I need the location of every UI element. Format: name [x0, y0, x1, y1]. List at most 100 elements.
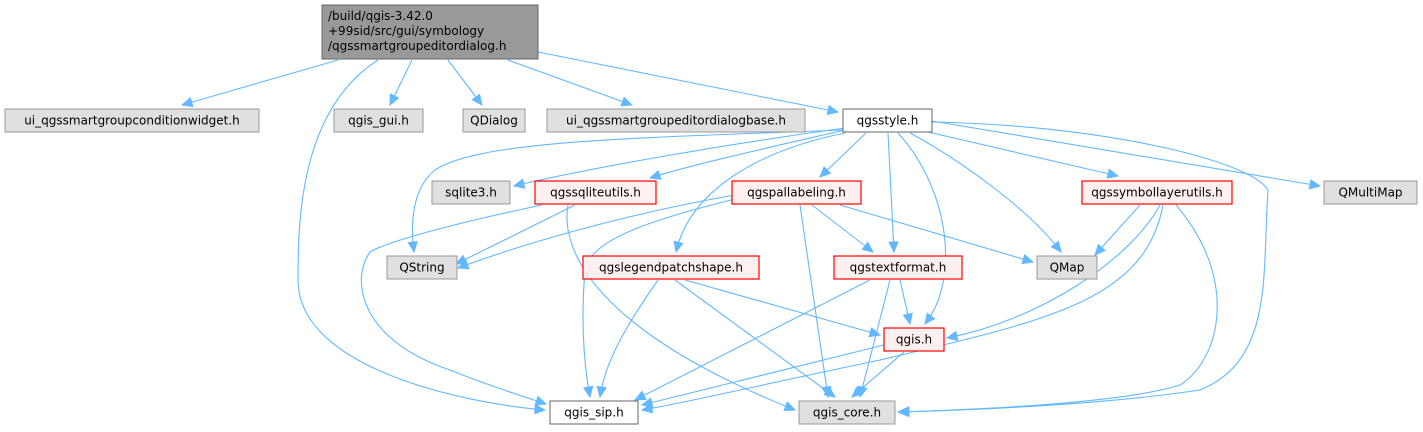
node-box	[798, 400, 896, 425]
node-label: /qgssmartgroupeditordialog.h	[328, 39, 506, 53]
node-qstring[interactable]: QString	[386, 255, 458, 280]
node-label: qgstextformat.h	[850, 261, 947, 275]
node-qdialog[interactable]: QDialog	[462, 108, 526, 133]
node-qmultimap[interactable]: QMultiMap	[1323, 180, 1418, 205]
node-box	[534, 180, 657, 205]
node-qgis_core[interactable]: qgis_core.h	[798, 400, 896, 425]
arrowhead-icon	[826, 104, 840, 116]
edge-line	[799, 204, 829, 398]
arrowhead-icon	[673, 240, 684, 254]
node-qgis_sip[interactable]: qgis_sip.h	[549, 400, 639, 425]
node-label: qgis_sip.h	[564, 406, 623, 420]
node-label: ui_qgssmartgroupeditordialogbase.h	[566, 114, 786, 128]
edge-line	[181, 59, 339, 106]
arrowhead-icon	[823, 386, 836, 398]
edge-line	[457, 194, 736, 269]
node-qgssymbollayerutils[interactable]: qgssymbollayerutils.h	[1081, 180, 1233, 205]
arrowhead-icon	[471, 93, 483, 106]
node-label: ui_qgssmartgroupconditionwidget.h	[24, 114, 240, 128]
edge-qgslegendpatchshape-to-qgis_sip	[596, 279, 659, 399]
edge-line	[649, 129, 846, 179]
edges-layer	[180, 51, 1322, 417]
node-box	[4, 108, 260, 133]
node-qmap[interactable]: QMap	[1036, 255, 1098, 280]
edge-line	[887, 132, 895, 253]
node-label: +99sid/src/gui/symbology	[328, 24, 484, 38]
edge-root-to-qgsstyle	[537, 51, 840, 116]
edge-line	[634, 279, 871, 401]
edge-line	[931, 120, 1321, 187]
node-box	[321, 4, 539, 60]
edge-line	[537, 51, 839, 113]
node-qgsstyle[interactable]: qgsstyle.h	[842, 108, 933, 133]
edge-line	[360, 204, 547, 405]
edge-line	[411, 129, 844, 253]
arrowhead-icon	[1106, 168, 1120, 179]
edge-line	[859, 279, 891, 398]
arrowhead-icon	[620, 96, 634, 107]
edge-qgsstyle-to-qgis	[897, 132, 947, 325]
node-label: qgsstyle.h	[857, 114, 919, 128]
node-box	[833, 255, 963, 280]
arrowhead-icon	[851, 386, 864, 398]
node-label: /build/qgis-3.42.0	[328, 9, 433, 23]
edge-line	[513, 127, 846, 187]
edge-qgspallabeling-to-qmap	[839, 204, 1035, 265]
node-box	[1081, 180, 1233, 205]
edge-root-to-ui_base	[507, 59, 634, 107]
edge-qgstextformat-to-qgis	[899, 279, 913, 326]
arrowhead-icon	[1094, 243, 1106, 256]
edge-line	[641, 344, 885, 406]
edge-line	[297, 59, 546, 411]
edge-qgspallabeling-to-qgis_core	[799, 204, 832, 399]
edge-line	[909, 132, 1062, 253]
node-label: qgis.h	[896, 333, 932, 347]
node-box	[386, 255, 458, 280]
edge-qgspallabeling-to-qstring	[456, 194, 736, 270]
edge-line	[684, 279, 881, 336]
node-qgis[interactable]: qgis.h	[883, 327, 945, 352]
arrowhead-icon	[640, 397, 654, 408]
node-box	[582, 255, 760, 280]
arrowhead-icon	[868, 327, 882, 338]
node-ui_cond[interactable]: ui_qgssmartgroupconditionwidget.h	[4, 108, 260, 133]
arrowhead-icon	[897, 406, 910, 417]
arrowhead-icon	[902, 312, 913, 326]
node-qgis_gui[interactable]: qgis_gui.h	[333, 108, 424, 133]
edge-qgsstyle-to-qgslegendpatchshape	[673, 132, 846, 254]
node-label: QMultiMap	[1338, 186, 1402, 200]
node-qgspallabeling[interactable]: qgspallabeling.h	[731, 180, 862, 205]
edge-line	[641, 204, 1164, 411]
node-qgssqliteutils[interactable]: qgssqliteutils.h	[534, 180, 657, 205]
node-label: qgssqliteutils.h	[550, 186, 641, 200]
node-sqlite3[interactable]: sqlite3.h	[431, 180, 511, 205]
arrowhead-icon	[1308, 179, 1322, 190]
edge-qgis-to-qgis_sip	[640, 344, 885, 408]
node-box	[549, 400, 639, 425]
edge-qgsstyle-to-qgssqliteutils	[648, 129, 846, 180]
edge-qgsstyle-to-qgssymbollayerutils	[927, 131, 1120, 179]
edge-line	[599, 279, 659, 398]
arrowhead-icon	[888, 241, 899, 254]
edge-line	[1094, 204, 1141, 256]
edge-qgslegendpatchshape-to-qgis	[684, 279, 882, 338]
edge-qgssymbollayerutils-to-qmap	[1094, 204, 1141, 256]
node-ui_base[interactable]: ui_qgssmartgroupeditordialogbase.h	[546, 108, 806, 133]
node-qgslegendpatchshape[interactable]: qgslegendpatchshape.h	[582, 255, 760, 280]
edge-qgssqliteutils-to-qgis_sip	[360, 204, 548, 406]
node-label: QDialog	[470, 114, 518, 128]
node-box	[1323, 180, 1418, 205]
node-box	[333, 108, 424, 133]
arrowhead-icon	[596, 385, 607, 399]
edge-line	[851, 351, 905, 398]
edge-qgssymbollayerutils-to-qgis_core	[897, 204, 1218, 417]
node-box	[546, 108, 806, 133]
node-box	[731, 180, 862, 205]
arrowhead-icon	[1021, 253, 1035, 265]
node-root[interactable]: /build/qgis-3.42.0+99sid/src/gui/symbolo…	[321, 4, 539, 60]
edge-qgsstyle-to-qmultimap	[931, 120, 1322, 190]
arrowhead-icon	[1050, 240, 1062, 253]
edge-line	[566, 204, 796, 411]
node-qgstextformat[interactable]: qgstextformat.h	[833, 255, 963, 280]
node-label: qgssymbollayerutils.h	[1091, 186, 1223, 200]
